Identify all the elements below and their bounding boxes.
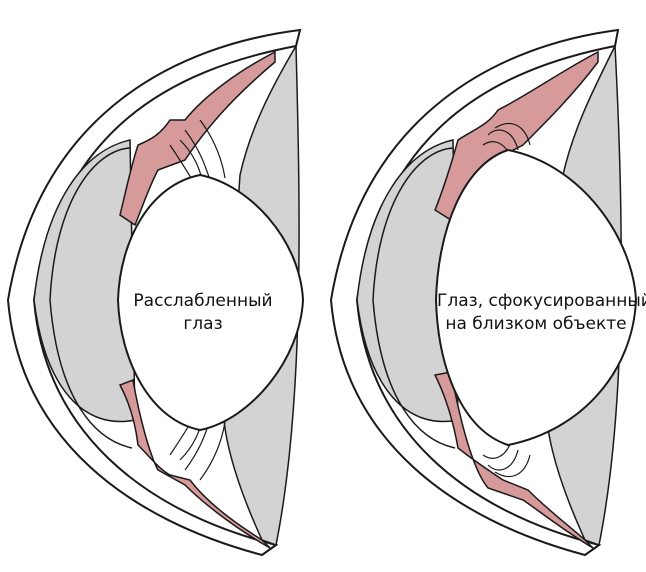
focused-eye-label: Глаз, сфокусированный на близком объекте bbox=[437, 290, 635, 336]
relaxed-eye-illustration bbox=[0, 0, 323, 572]
relaxed-eye-label: Расслабленный глаз bbox=[118, 290, 288, 336]
relaxed-eye-label-line1: Расслабленный bbox=[118, 290, 288, 313]
focused-eye-illustration bbox=[323, 0, 646, 572]
focused-eye-label-line1: Глаз, сфокусированный bbox=[437, 290, 635, 313]
relaxed-eye-panel: Расслабленный глаз bbox=[0, 0, 323, 572]
relaxed-eye-label-line2: глаз bbox=[118, 313, 288, 336]
focused-eye-label-line2: на близком объекте bbox=[437, 313, 635, 336]
focused-eye-panel: Глаз, сфокусированный на близком объекте bbox=[323, 0, 646, 572]
